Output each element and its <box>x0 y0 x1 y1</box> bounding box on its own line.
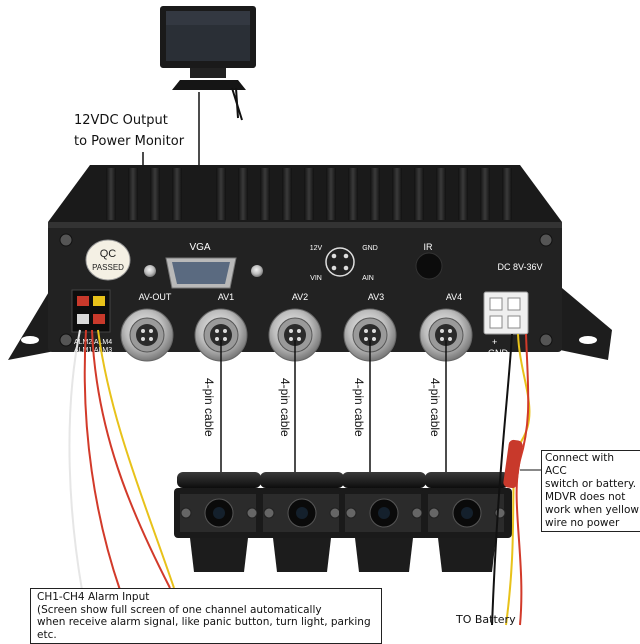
av3-connector <box>343 308 397 362</box>
battery-label: TO Battery <box>456 613 516 626</box>
av4-connector <box>419 308 473 362</box>
right-mount-flange <box>560 288 612 360</box>
av1-label: AV1 <box>218 292 234 302</box>
av-out-connector <box>120 308 174 362</box>
power-pin-diagram: 12V GND VIN AIN <box>310 245 378 282</box>
acc-line1: Connect with ACC <box>545 452 615 477</box>
alarm-line1: CH1-CH4 Alarm Input <box>37 591 150 603</box>
pin-ain: AIN <box>362 275 374 282</box>
av2-connector <box>268 308 322 362</box>
av2-label: AV2 <box>292 292 308 302</box>
camera-2 <box>257 472 347 572</box>
acc-line3: MDVR does not <box>545 491 626 503</box>
camera-4 <box>422 472 512 572</box>
av3-label: AV3 <box>368 292 384 302</box>
power-output-label: 12VDC Output to Power Monitor <box>74 110 184 152</box>
screw-icon <box>59 333 73 347</box>
acc-note-box: Connect with ACC switch or battery. MDVR… <box>541 450 640 532</box>
power-label-line2: to Power Monitor <box>74 134 185 149</box>
heat-sink-fins <box>106 168 512 220</box>
av1-connector <box>194 308 248 362</box>
mdvr-wiring-diagram: QC PASSED VGA 12V GND VIN AIN IR DC 8V-3… <box>8 6 612 626</box>
camera-1 <box>174 472 264 572</box>
alarm-wires <box>68 329 175 591</box>
vga-port: VGA <box>144 242 263 289</box>
acc-line2: switch or battery. <box>545 478 637 490</box>
av-out-label: AV-OUT <box>139 292 172 302</box>
ir-label: IR <box>424 242 434 252</box>
dc-plus-label: + <box>492 337 497 347</box>
dc-voltage-label: DC 8V-36V <box>497 262 542 272</box>
screw-icon <box>539 333 553 347</box>
cable-label-3: 4-pin cable <box>352 378 366 437</box>
screw-icon <box>59 233 73 247</box>
ir-sensor: IR <box>415 242 443 280</box>
acc-line5: wire no power <box>545 517 620 529</box>
av4-label: AV4 <box>446 292 462 302</box>
camera-3 <box>339 472 429 572</box>
screw-icon <box>539 233 553 247</box>
pin-vin: VIN <box>310 275 322 282</box>
cable-label-4: 4-pin cable <box>428 378 442 437</box>
pin-gnd: GND <box>362 245 378 252</box>
left-mount-flange <box>8 290 60 360</box>
pin-12v: 12V <box>310 245 323 252</box>
qc-passed-sticker: QC PASSED <box>85 239 131 281</box>
qc-text: QC <box>100 248 117 260</box>
alarm-line2: (Screen show full screen of one channel … <box>37 603 322 616</box>
power-label-line1: 12VDC Output <box>74 113 168 128</box>
power-wires <box>491 333 531 626</box>
alarm-note-box: CH1-CH4 Alarm Input (Screen show full sc… <box>30 588 382 644</box>
cable-label-1: 4-pin cable <box>202 378 216 437</box>
cable-label-2: 4-pin cable <box>278 378 292 437</box>
monitor <box>160 6 256 121</box>
dc-gnd-label: GND <box>488 348 509 358</box>
qc-passed-text: PASSED <box>92 263 124 272</box>
vga-label: VGA <box>189 242 210 253</box>
alarm-line3: when receive alarm signal, like panic bu… <box>37 616 371 641</box>
dc-power-connector: DC 8V-36V + GND <box>483 262 543 358</box>
acc-line4: work when yellow <box>545 504 639 516</box>
